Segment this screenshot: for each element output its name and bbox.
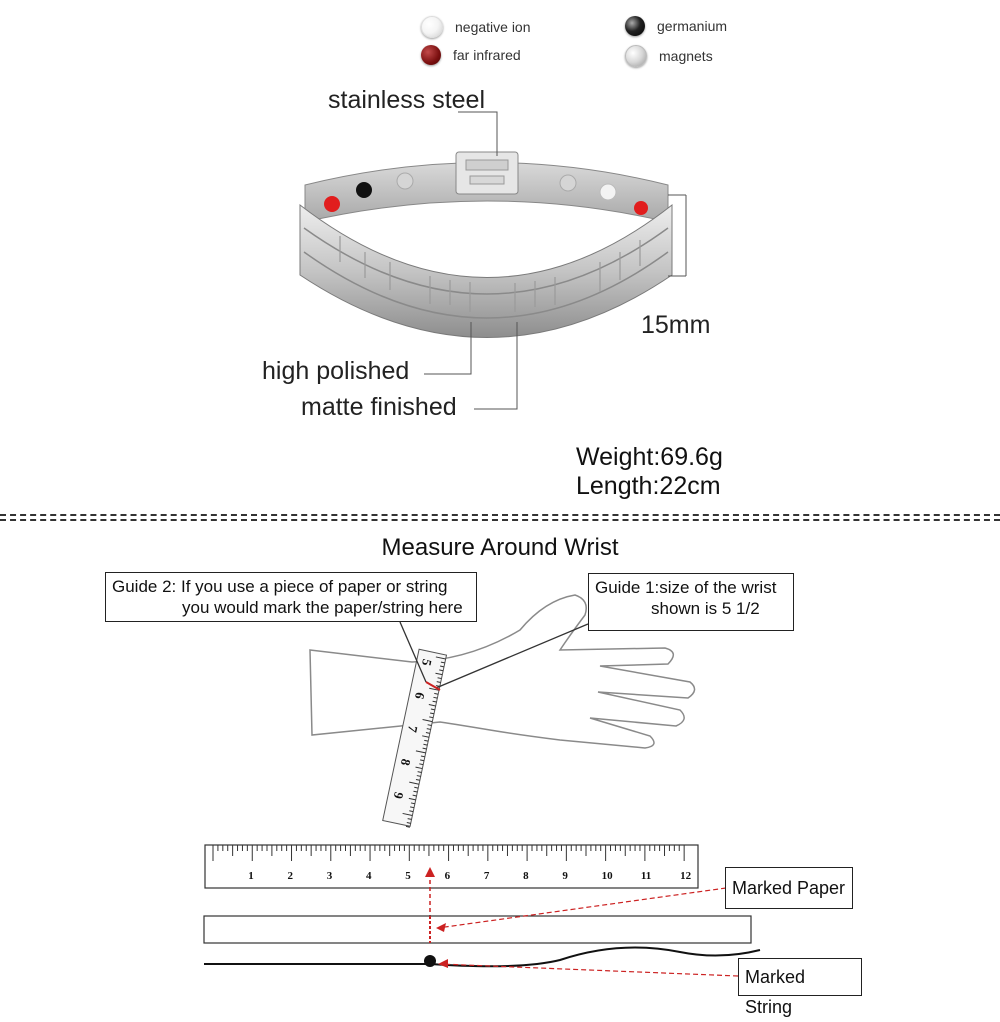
tape-tick — [413, 790, 418, 793]
tape-tick — [419, 763, 424, 766]
tape-tick — [434, 692, 439, 695]
tape-tick — [410, 806, 415, 809]
legend-negative-ion-label: negative ion — [455, 19, 531, 35]
tape-number: 8 — [398, 757, 414, 767]
tape-tick — [429, 687, 440, 691]
bracelet-illustration — [299, 111, 687, 410]
tape-tick — [415, 750, 426, 754]
ruler — [204, 844, 699, 889]
marked-string-box: Marked String — [738, 958, 862, 1017]
magnets-icon — [625, 45, 647, 67]
tape-tick — [414, 786, 419, 789]
tape-tick — [436, 681, 441, 683]
tape-tick — [429, 712, 435, 715]
tape-number: 6 — [412, 691, 428, 701]
tape-tick — [424, 739, 429, 742]
width-label: 15mm — [641, 311, 711, 339]
stainless-steel-label: stainless steel — [328, 86, 486, 114]
guide1-line2: shown is 5 1/2 — [651, 599, 760, 618]
tape-number: 7 — [405, 724, 421, 734]
tape-tick — [417, 771, 422, 773]
tape-tick — [440, 661, 445, 664]
section-divider — [0, 514, 1000, 516]
weight-spec: Weight:69.6g — [576, 443, 723, 471]
germanium-icon — [625, 16, 645, 36]
section-divider-2 — [0, 519, 1000, 521]
tape-tick — [420, 755, 425, 758]
string — [204, 946, 761, 968]
ruler-number: 4 — [366, 870, 372, 882]
guide2-line1: Guide 2: If you use a piece of paper or … — [112, 577, 448, 596]
tape-tick — [410, 802, 415, 805]
tape-tick — [435, 672, 443, 676]
tape-tick — [415, 766, 423, 770]
tape-tick — [423, 743, 428, 746]
ruler-number: 2 — [288, 870, 294, 882]
tape-number: 9 — [391, 791, 407, 801]
measure-title: Measure Around Wrist — [381, 534, 619, 561]
legend-magnets-label: magnets — [659, 48, 713, 64]
tape-tick — [435, 656, 446, 660]
tape-tick — [422, 719, 433, 723]
ruler-number: 9 — [562, 870, 568, 882]
legend-far-infrared-label: far infrared — [453, 47, 521, 63]
ruler-number: 6 — [445, 870, 451, 882]
tape-tick — [405, 825, 410, 828]
tape-tick — [432, 700, 437, 703]
legend-far-infrared: far infrared — [421, 45, 521, 65]
guide2-box: Guide 2: If you use a piece of paper or … — [105, 572, 477, 622]
tape-tick — [407, 818, 412, 820]
tape-tick — [412, 794, 417, 797]
tape-tick — [422, 735, 430, 738]
marked-paper-box: Marked Paper — [725, 867, 853, 909]
marked-string-label: Marked String — [745, 967, 806, 1017]
tape-tick — [415, 778, 420, 781]
tape-tick — [402, 812, 413, 817]
tape-tick — [429, 716, 434, 719]
legend-germanium-label: germanium — [657, 18, 728, 34]
guide1-line1: Guide 1:size of the wrist — [595, 578, 777, 597]
tape-tick — [430, 708, 435, 711]
ruler-number: 10 — [602, 870, 614, 882]
tape-tick — [428, 704, 436, 707]
tape-tick — [426, 728, 431, 730]
ruler-number: 12 — [680, 870, 692, 882]
tape-tick — [409, 781, 420, 785]
high-polished-label: high polished — [262, 357, 410, 385]
ruler-number: 8 — [523, 870, 529, 882]
tape-tick — [422, 747, 427, 750]
tape-tick — [433, 696, 438, 699]
marked-paper-label: Marked Paper — [732, 878, 846, 898]
negative-ion-icon — [421, 16, 443, 38]
length-spec: Length:22cm — [576, 472, 721, 500]
tape-measure: 5 6 7 8 9 — [382, 648, 448, 828]
tape-tick — [437, 677, 442, 680]
tape-tick — [420, 759, 425, 762]
far-infrared-icon — [421, 45, 441, 65]
ruler-number: 3 — [327, 870, 333, 882]
matte-finished-label: matte finished — [301, 393, 457, 421]
ruler-number: 7 — [484, 870, 490, 882]
tape-tick — [427, 724, 432, 727]
guide1-box: Guide 1:size of the wrist shown is 5 1/2 — [588, 573, 794, 631]
paper-strip — [203, 915, 752, 944]
legend-germanium: germanium — [625, 16, 727, 36]
tape-tick — [425, 732, 430, 734]
ruler-number: 11 — [641, 870, 651, 882]
tape-tick — [416, 775, 421, 777]
tape-number: 5 — [419, 658, 435, 668]
tape-tick — [439, 665, 445, 668]
legend-negative-ion: negative ion — [421, 16, 531, 38]
tape-tick — [408, 797, 416, 801]
guide2-line2: you would mark the paper/string here — [182, 598, 463, 617]
tape-tick — [439, 669, 444, 672]
tape-tick — [409, 810, 414, 813]
ruler-number: 5 — [405, 870, 411, 882]
ruler-number: 1 — [248, 870, 254, 882]
legend-magnets: magnets — [625, 45, 713, 67]
tape-tick — [406, 822, 411, 824]
